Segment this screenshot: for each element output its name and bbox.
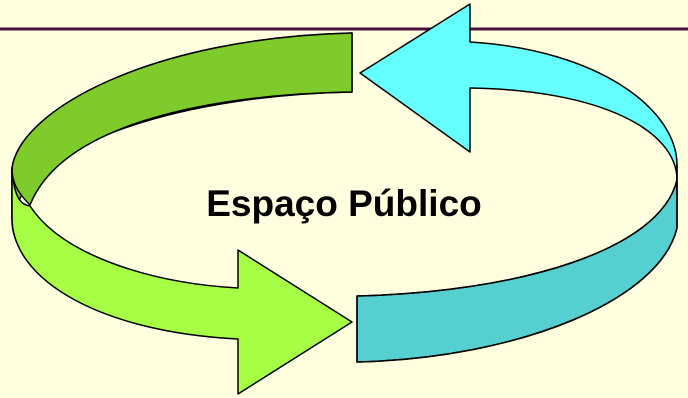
green-band-top-face: [11, 32, 353, 206]
cyan-curved-arrow-icon: [356, 3, 678, 363]
green-arrow-body: [11, 167, 353, 395]
cyan-arrow-body: [359, 3, 678, 181]
diagram-title: Espaço Público: [206, 183, 482, 224]
cyan-band-side: [356, 164, 678, 363]
green-curved-arrow-icon: [11, 32, 353, 395]
